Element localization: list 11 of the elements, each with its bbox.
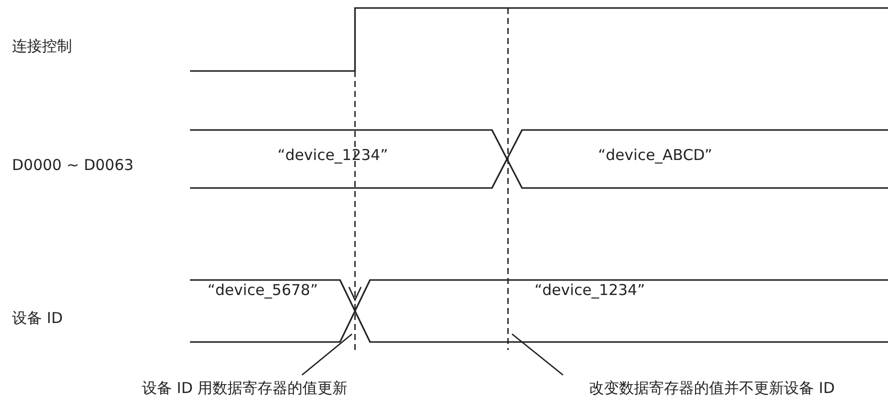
leader-line: [302, 333, 352, 376]
annotation-text: 设备 ID 用数据寄存器的值更新: [142, 379, 348, 397]
leader-line: [512, 333, 564, 376]
signal-label: 连接控制: [12, 37, 72, 55]
signal-value: “device_1234”: [534, 281, 645, 299]
signal-label: 设备 ID: [12, 309, 63, 327]
signal-label: D0000 ~ D0063: [12, 156, 134, 174]
annotation-text: 改变数据寄存器的值并不更新设备 ID: [589, 379, 835, 397]
signal-value: “device_1234”: [278, 146, 388, 164]
signal-value: “device_5678”: [208, 281, 318, 299]
signal-value: “device_ABCD”: [598, 146, 712, 164]
